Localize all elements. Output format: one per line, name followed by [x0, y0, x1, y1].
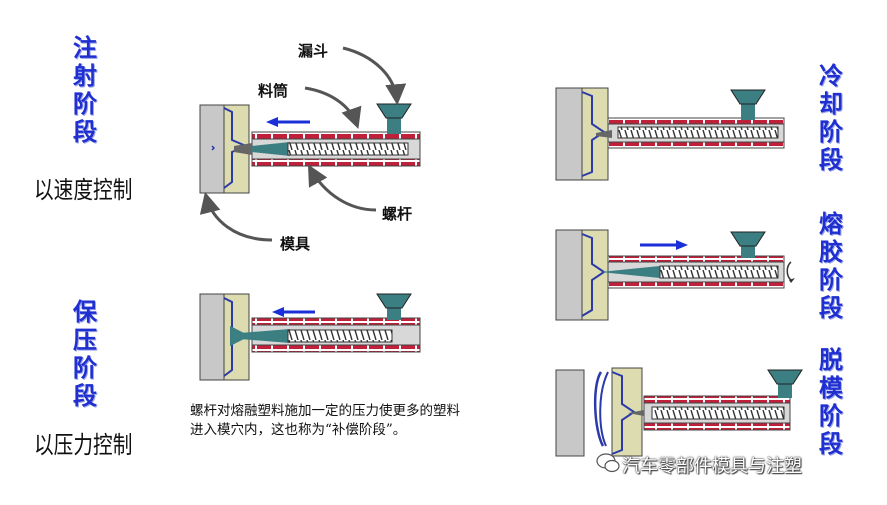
holding-unit [199, 293, 421, 381]
stage-label-ejection: 脱 模 阶 段 [819, 345, 843, 458]
cooling-unit [555, 87, 785, 181]
callout-mold: 模具 [280, 235, 311, 253]
callout-hopper: 漏斗 [298, 42, 329, 60]
watermark-text: 汽车零部件模具与注塑 [622, 456, 802, 477]
control-label-speed: 以速度控制 [34, 176, 133, 204]
holding-note: 螺杆对熔融塑料施加一定的压力使更多的塑料进入模穴内，这也称为“补偿阶段”。 [190, 403, 460, 438]
stage-label-plasticizing: 熔 胶 阶 段 [819, 209, 843, 322]
injection-unit [199, 46, 421, 242]
stage-label-holding: 保 压 阶 段 [73, 297, 97, 410]
plasticizing-unit [555, 229, 795, 321]
control-label-pressure: 以压力控制 [34, 431, 133, 459]
stage-label-injection: 注 射 阶 段 [73, 33, 97, 146]
ejection-unit [555, 367, 803, 457]
wechat-icon [596, 453, 620, 473]
callout-screw: 螺杆 [382, 205, 413, 223]
stage-label-cooling: 冷 却 阶 段 [819, 61, 843, 174]
callout-barrel: 料筒 [258, 82, 289, 100]
